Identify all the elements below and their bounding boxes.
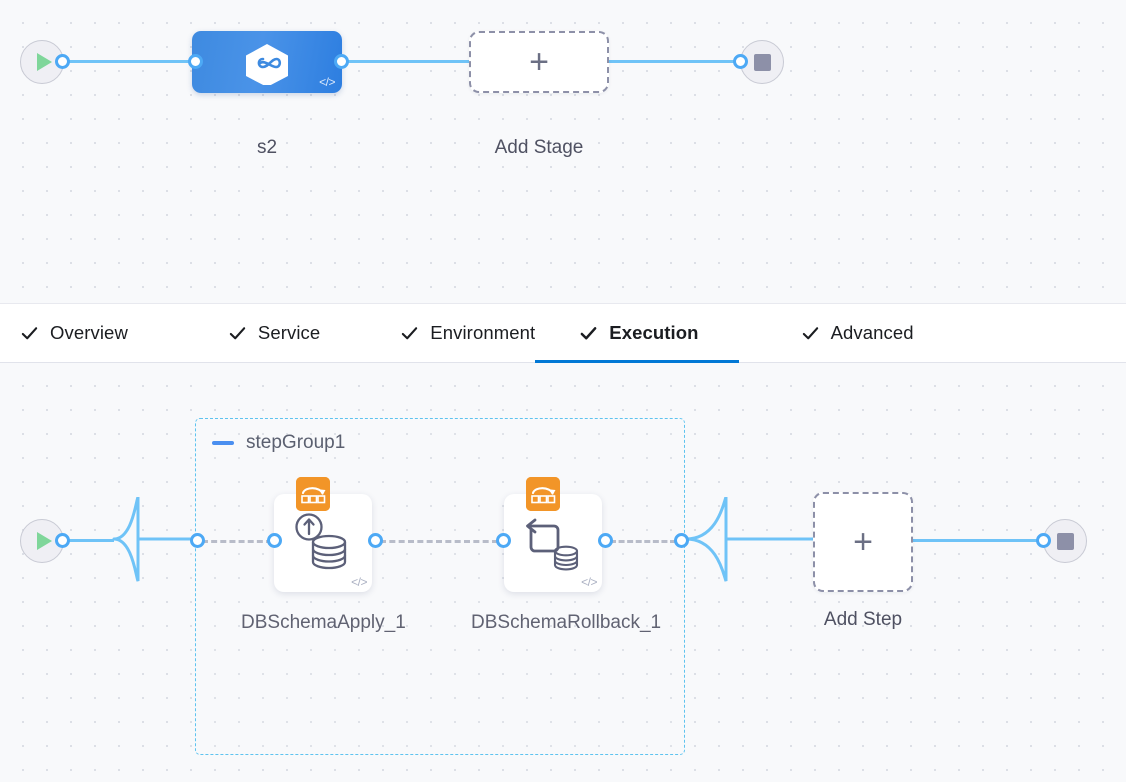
stage-node-right-port[interactable] [334,54,349,69]
step-node-dbschemaapply-label: DBSchemaApply_1 [241,612,406,633]
plus-icon: + [853,523,873,561]
tab-service-label: Service [257,322,321,343]
tab-overview-label: Overview [50,322,128,343]
tab-environment-label: Environment [430,322,536,343]
stage-node-left-port[interactable] [188,54,203,69]
step-group-stepgroup1[interactable] [195,418,685,755]
plus-icon: + [529,43,549,81]
step-node-dbschemaapply[interactable]: </> [274,477,372,592]
step-group-header[interactable]: stepGroup1 [212,432,345,454]
stage-node-s2[interactable]: </> [192,31,342,93]
stop-icon [753,53,771,71]
group-end-port[interactable] [674,533,689,548]
harness-cd-hexagon-icon [243,43,291,85]
step1-right-port[interactable] [368,533,383,548]
code-brackets-icon[interactable]: </> [351,575,367,589]
edge-stage-to-addstage [345,60,470,63]
step2-right-port[interactable] [598,533,613,548]
edge-addstage-to-end [609,60,744,63]
code-brackets-icon[interactable]: </> [581,575,597,589]
db-schema-badge-icon [296,477,330,511]
step-node-dbschemarollback-label: DBSchemaRollback_1 [471,612,662,633]
check-icon [229,326,246,339]
edge-start-to-group [66,539,114,542]
step-node-dbschemarollback[interactable]: </> [504,477,602,592]
execution-end-port[interactable] [1036,533,1051,548]
tab-overview[interactable]: Overview [0,304,128,362]
check-icon [580,326,597,339]
add-stage-button[interactable]: + [469,31,609,93]
add-step-label: Add Step [823,609,903,630]
step1-left-port[interactable] [267,533,282,548]
tab-execution-label: Execution [609,322,699,343]
execution-start-port[interactable] [55,533,70,548]
tab-execution[interactable]: Execution [535,304,739,363]
code-brackets-icon[interactable]: </> [319,75,335,89]
stage-node-label: s2 [256,137,278,158]
database-rollback-icon [518,506,590,578]
database-apply-icon [288,508,358,578]
add-stage-label: Add Stage [494,137,584,158]
step2-left-port[interactable] [496,533,511,548]
stage-canvas[interactable]: </> s2 + Add Stage [0,0,1126,303]
check-icon [802,326,818,339]
check-icon [21,326,38,339]
edge-step1-to-step2 [380,540,498,543]
db-schema-badge-icon [526,477,560,511]
play-icon [36,532,52,550]
step-group-name: stepGroup1 [246,432,346,453]
check-icon [402,326,418,339]
play-icon [36,53,52,71]
edge-group-to-step1 [202,540,272,543]
group-start-port[interactable] [190,533,205,548]
stage-end-port[interactable] [733,54,748,69]
stop-icon [1056,532,1074,550]
stage-config-tabs[interactable]: Overview Service Environment Execution A… [0,303,1126,363]
group-exit-connector [686,497,816,582]
execution-canvas[interactable]: stepGroup1 [0,363,1126,782]
group-entry-connector [112,497,198,582]
stage-start-port[interactable] [55,54,70,69]
minus-icon[interactable] [212,441,234,445]
edge-start-to-stage [66,60,198,63]
tab-environment[interactable]: Environment [320,304,535,362]
add-step-button[interactable]: + [813,492,913,592]
tab-advanced[interactable]: Advanced [739,304,914,362]
edge-step2-to-groupend [610,540,676,543]
tab-service[interactable]: Service [128,304,320,362]
execution-start-node[interactable] [20,519,64,563]
tab-advanced-label: Advanced [830,322,914,343]
edge-addstep-to-end [913,539,1045,542]
